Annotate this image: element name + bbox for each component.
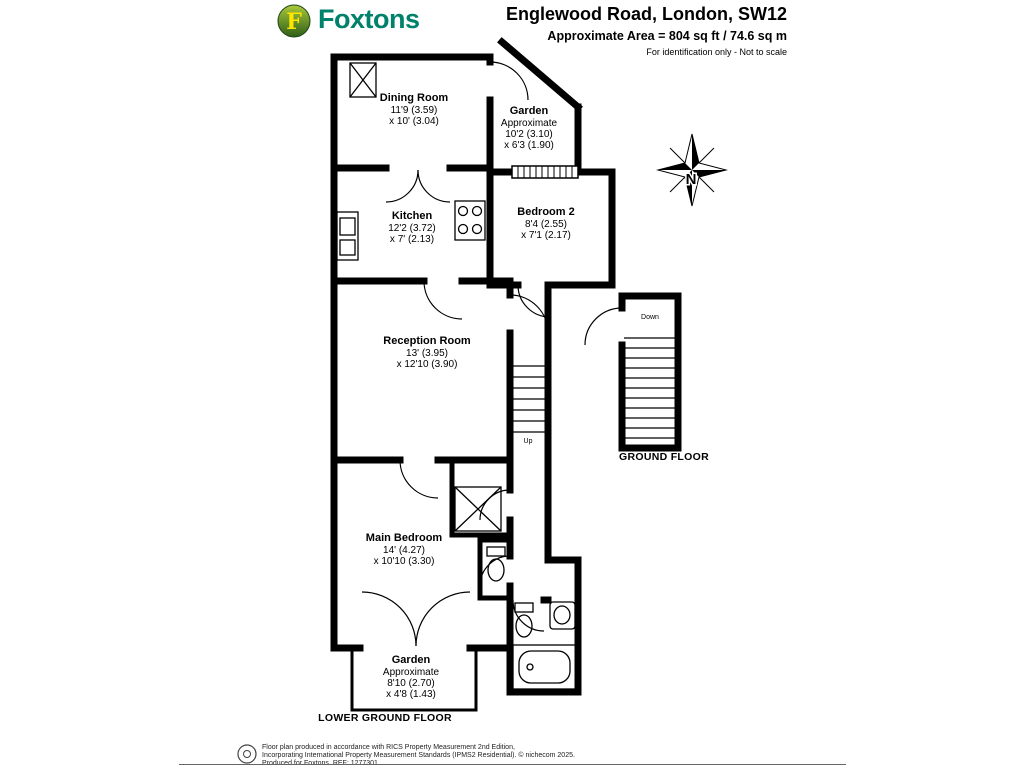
stairs-down-label: Down <box>641 314 659 321</box>
room-label-dining: Dining Room 11'9 (3.59) x 10' (3.04) <box>379 92 449 127</box>
room-label-garden-top: Garden Approximate 10'2 (3.10) x 6'3 (1.… <box>500 105 558 151</box>
room-name: Main Bedroom <box>365 532 443 544</box>
foxtons-logo-icon: F <box>277 4 311 38</box>
stairs-down <box>624 337 676 439</box>
exterior-walls <box>330 37 682 696</box>
bathroom-toilet-icon <box>514 602 534 638</box>
room-dim: 13' (3.95) <box>406 347 448 359</box>
room-dim: x 7'1 (2.17) <box>521 229 571 241</box>
room-label-reception: Reception Room 13' (3.95) x 12'10 (3.90) <box>383 335 471 370</box>
header-logo-layer: F <box>277 4 311 38</box>
brand-wordmark: Foxtons <box>318 4 420 34</box>
room-label-garden-bottom: Garden Approximate 8'10 (2.70) x 4'8 (1.… <box>382 654 440 700</box>
room-dim: x 7' (2.13) <box>389 233 435 245</box>
stairs-up <box>512 365 546 433</box>
room-dim: 11'9 (3.59) <box>390 104 438 116</box>
window-strip <box>511 165 579 179</box>
ground-floor-stair-walls <box>618 292 682 452</box>
footer-disclaimer-line1: Floor plan produced in accordance with R… <box>262 744 515 751</box>
room-dim: 10'2 (3.10) <box>505 128 553 140</box>
garden-walls <box>350 649 478 712</box>
room-name: Bedroom 2 <box>517 206 575 218</box>
footer-disclaimer-line3: Produced for Foxtons. REF: 1277301 <box>262 760 378 767</box>
room-dim: Approximate <box>382 666 440 678</box>
identification-note: For identification only - Not to scale <box>646 47 787 57</box>
room-name: Dining Room <box>379 92 449 104</box>
room-name: Reception Room <box>383 335 471 347</box>
room-dim: x 4'8 (1.43) <box>386 688 436 700</box>
room-name: Kitchen <box>391 210 433 222</box>
page-title: Englewood Road, London, SW12 <box>506 4 787 24</box>
approximate-area: Approximate Area = 804 sq ft / 74.6 sq m <box>547 29 787 43</box>
bathtub-icon <box>512 644 577 690</box>
wc-toilet-icon <box>486 546 506 582</box>
room-dim: 8'10 (2.70) <box>387 677 435 689</box>
room-dim: 14' (4.27) <box>383 544 425 556</box>
room-dim: 8'4 (2.55) <box>525 218 567 230</box>
room-dim: Approximate <box>500 117 558 129</box>
stove-icon <box>454 200 486 241</box>
room-name: Garden <box>391 654 431 666</box>
room-dim: x 10' (3.04) <box>389 115 439 127</box>
room-label-kitchen: Kitchen 12'2 (3.72) x 7' (2.13) <box>388 210 436 245</box>
room-dim: x 6'3 (1.90) <box>504 139 554 151</box>
bottom-divider <box>179 764 846 765</box>
room-label-bedroom2: Bedroom 2 8'4 (2.55) x 7'1 (2.17) <box>517 206 575 241</box>
room-name: Garden <box>509 105 549 117</box>
room-dim: x 10'10 (3.30) <box>373 555 435 567</box>
lower-ground-floor-label: LOWER GROUND FLOOR <box>318 712 452 724</box>
shower-icon <box>454 486 502 532</box>
compass-icon: N <box>656 133 728 207</box>
compass-north-label: N <box>686 171 697 188</box>
nichecom-logo-icon <box>237 744 257 764</box>
fixtures <box>336 62 577 690</box>
stairs-up-label: Up <box>523 438 533 445</box>
room-dim: 12'2 (3.72) <box>388 222 436 234</box>
footer-disclaimer-line2: Incorporating International Property Mea… <box>262 752 575 759</box>
bathroom-sink-icon <box>549 601 576 630</box>
dining-cabinet <box>349 62 377 98</box>
interior-walls <box>449 457 513 601</box>
foxtons-logo-letter: F <box>286 9 302 35</box>
kitchen-sink-unit <box>336 211 359 261</box>
room-dim: x 12'10 (3.90) <box>396 358 458 370</box>
ground-floor-label: GROUND FLOOR <box>619 451 709 463</box>
room-label-main-bedroom: Main Bedroom 14' (4.27) x 10'10 (3.30) <box>365 532 443 567</box>
